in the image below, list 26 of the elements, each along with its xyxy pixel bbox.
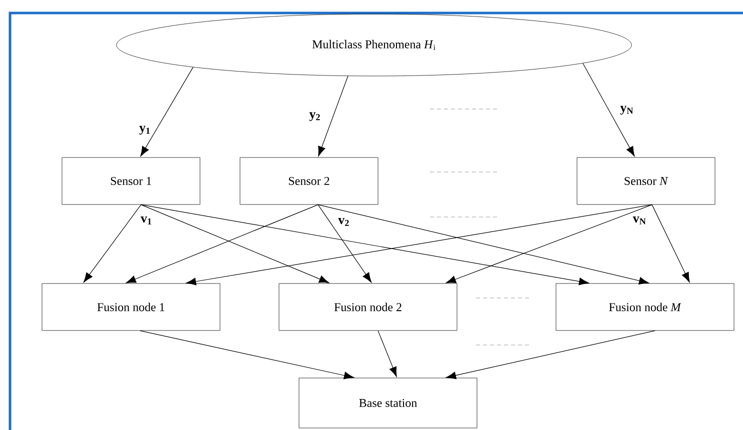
process-box: Base station	[298, 378, 478, 428]
arrow	[582, 62, 635, 156]
arrow	[318, 76, 348, 156]
ellipse-node: Multiclass Phenomena H$_{i}$	[116, 14, 632, 76]
arrow	[318, 204, 650, 285]
arrow	[446, 204, 652, 284]
process-box: Fusion node M	[556, 283, 734, 331]
arrow	[140, 330, 354, 380]
arrow	[318, 204, 372, 283]
arrow	[140, 66, 194, 156]
arrow	[83, 204, 142, 283]
edge-label: y$_{2}$	[308, 111, 322, 122]
arrow	[446, 330, 656, 380]
arrow	[186, 204, 652, 286]
process-box: Fusion node 2	[278, 283, 458, 331]
edge-label: y$_{1}$	[138, 124, 152, 136]
edge-label: v$_{2}$	[337, 217, 351, 227]
arrow	[652, 204, 690, 282]
process-box: Fusion node 1	[42, 283, 220, 331]
edge-label: v$_{N}$	[632, 216, 648, 226]
arrow	[140, 204, 590, 286]
process-box: Sensor N	[576, 157, 716, 205]
edge-label: y$_{N}$	[619, 104, 635, 116]
process-box: Sensor 2	[240, 157, 378, 205]
process-box: Sensor 1	[62, 157, 200, 205]
arrow	[378, 330, 397, 377]
